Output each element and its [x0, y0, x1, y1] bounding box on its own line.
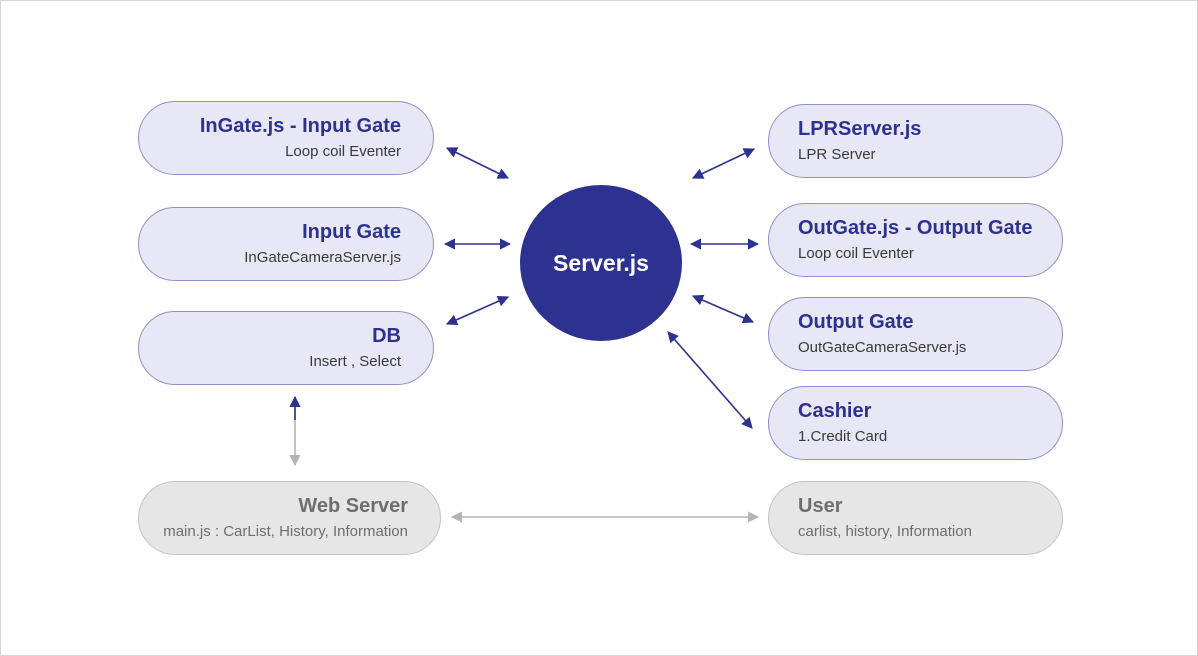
- lpr-server-node: LPRServer.js LPR Server: [768, 104, 1063, 178]
- server-circle: Server.js: [520, 185, 682, 341]
- user-subtitle: carlist, history, Information: [798, 523, 972, 540]
- db-title: DB: [372, 325, 401, 347]
- output-gate-title: Output Gate: [798, 311, 914, 333]
- server-title: Server.js: [553, 249, 649, 276]
- cashier-title: Cashier: [798, 400, 872, 422]
- input-gate-node: Input Gate InGateCameraServer.js: [138, 207, 434, 281]
- ingate-subtitle: Loop coil Eventer: [285, 143, 401, 160]
- web-server-title: Web Server: [298, 495, 408, 517]
- cashier-node: Cashier 1.Credit Card: [768, 386, 1063, 460]
- output-gate-subtitle: OutGateCameraServer.js: [798, 339, 967, 356]
- input-gate-subtitle: InGateCameraServer.js: [244, 249, 401, 266]
- output-gate-node: Output Gate OutGateCameraServer.js: [768, 297, 1063, 371]
- outgate-subtitle: Loop coil Eventer: [798, 245, 914, 262]
- lpr-server-title: LPRServer.js: [798, 118, 922, 140]
- web-server-subtitle: main.js : CarList, History, Information: [163, 523, 408, 540]
- arrow-cashier-server: [667, 331, 753, 429]
- db-node: DB Insert , Select: [138, 311, 434, 385]
- input-gate-title: Input Gate: [302, 221, 401, 243]
- arrow-outputgate-server: [691, 294, 755, 324]
- arrow-lpr-server: [691, 148, 756, 179]
- arrow-ingate-server: [445, 147, 510, 179]
- lpr-server-subtitle: LPR Server: [798, 146, 876, 163]
- outgate-node: OutGate.js - Output Gate Loop coil Event…: [768, 203, 1063, 277]
- outgate-title: OutGate.js - Output Gate: [798, 217, 1033, 239]
- ingate-title: InGate.js - Input Gate: [199, 115, 401, 137]
- arrow-db-server: [445, 295, 510, 326]
- cashier-subtitle: 1.Credit Card: [798, 428, 888, 445]
- web-server-node: Web Server main.js : CarList, History, I…: [138, 481, 441, 555]
- db-subtitle: Insert , Select: [309, 353, 401, 370]
- ingate-node: InGate.js - Input Gate Loop coil Eventer: [138, 101, 434, 175]
- user-node: User carlist, history, Information: [768, 481, 1063, 555]
- user-title: User: [798, 495, 843, 517]
